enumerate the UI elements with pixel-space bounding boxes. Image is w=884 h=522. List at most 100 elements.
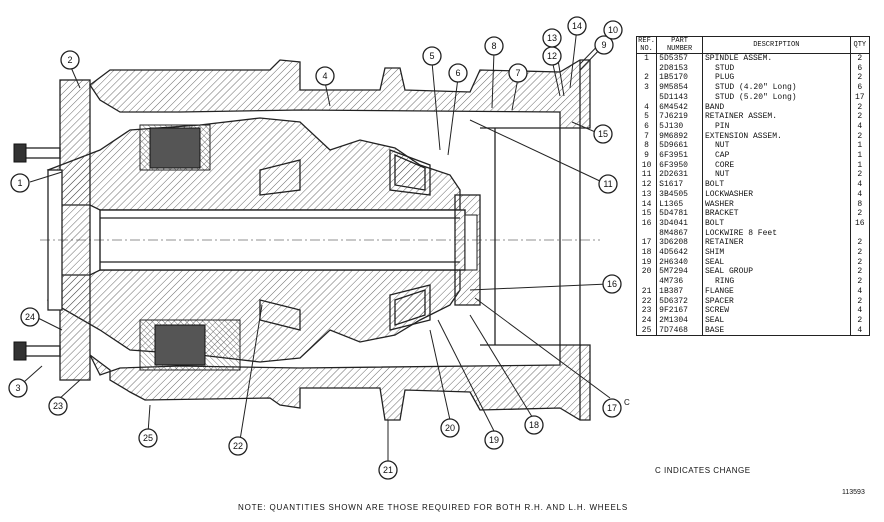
description-cell: SEAL: [701, 257, 851, 268]
part-number-cell: 5D9661: [656, 141, 703, 152]
ref-cell: 25: [635, 325, 658, 337]
description-cell: RING: [701, 277, 851, 287]
ref-cell: 9: [635, 151, 658, 161]
change-note: C INDICATES CHANGE: [655, 466, 751, 475]
callout-13: 13: [542, 28, 562, 48]
callout-1: 1: [10, 173, 30, 193]
callout-number: 7: [515, 68, 520, 78]
qty-cell: 2: [849, 238, 871, 249]
callout-18: 18: [524, 415, 544, 435]
callout-number: 6: [455, 68, 460, 78]
callout-number: 12: [547, 51, 557, 61]
part-number-cell: 8M4867: [656, 228, 703, 239]
ref-cell: 2: [635, 73, 658, 84]
part-number-cell: 5D1143: [656, 92, 703, 103]
description-cell: STUD (5.20" Long): [701, 92, 851, 103]
description-cell: SEAL: [701, 315, 851, 326]
part-number-cell: 1B5170: [656, 73, 703, 84]
part-number-cell: 4D5642: [656, 248, 703, 258]
description-text: PLUG: [714, 73, 735, 83]
callout-number: 18: [529, 420, 539, 430]
callout-15: 15: [593, 124, 613, 144]
ref-cell: 13: [635, 189, 658, 200]
description-cell: CORE: [701, 160, 851, 171]
callout-number: 3: [15, 383, 20, 393]
qty-cell: 8: [849, 199, 871, 210]
callout-9: 9: [594, 35, 614, 55]
left-flange: [47, 79, 91, 381]
callout-6: 6: [448, 63, 468, 83]
header-qty: QTY: [849, 36, 871, 54]
part-number-cell: 4M736: [656, 277, 703, 287]
callout-20: 20: [440, 418, 460, 438]
description-cell: PIN: [701, 121, 851, 132]
ref-cell: 17: [635, 238, 658, 249]
ref-cell: 8: [635, 141, 658, 152]
qty-cell: 6: [849, 63, 871, 74]
qty-cell: 4: [849, 306, 871, 316]
qty-cell: 4: [849, 180, 871, 190]
callout-14: 14: [567, 16, 587, 36]
description-cell: PLUG: [701, 73, 851, 84]
bearing-upper: [259, 149, 431, 196]
description-cell: BAND: [701, 102, 851, 113]
ref-cell: 18: [635, 248, 658, 258]
table-header-row: REF. NO. PART NUMBER DESCRIPTION QTY: [635, 36, 871, 54]
description-text: STUD (5.20" Long): [714, 92, 797, 102]
description-cell: FLANGE: [701, 286, 851, 297]
callout-19: 19: [484, 430, 504, 450]
part-number-cell: 3D4041: [656, 218, 703, 229]
qty-cell: 2: [849, 73, 871, 84]
callout-number: 11: [603, 179, 612, 189]
qty-cell: 2: [849, 315, 871, 326]
callout-23: 23: [48, 396, 68, 416]
description-text: CAP: [714, 151, 730, 161]
callout-number: 10: [608, 25, 618, 35]
footer-note: NOTE: QUANTITIES SHOWN ARE THOSE REQUIRE…: [238, 503, 629, 512]
part-number-cell: 5D5357: [656, 53, 703, 64]
description-cell: BOLT: [701, 218, 851, 229]
change-flag: C: [624, 398, 630, 407]
qty-cell: 2: [849, 267, 871, 278]
qty-cell: 2: [849, 170, 871, 181]
ref-cell: 23: [635, 306, 658, 316]
callout-16: 16: [602, 274, 622, 294]
callout-number: 25: [143, 433, 153, 443]
description-cell: STUD: [701, 63, 851, 74]
callout-number: 4: [322, 71, 327, 81]
ref-cell: 22: [635, 296, 658, 307]
qty-cell: 16: [849, 218, 871, 229]
description-text: NUT: [714, 141, 730, 151]
callout-number: 15: [598, 129, 608, 139]
part-number-cell: 6F3950: [656, 160, 703, 171]
qty-cell: [849, 228, 871, 239]
callout-3: 3: [8, 378, 28, 398]
callout-2: 2: [60, 50, 80, 70]
qty-cell: 2: [849, 296, 871, 307]
callout-17: 17: [602, 398, 622, 418]
callout-number: 23: [53, 401, 63, 411]
description-text: STUD: [714, 63, 735, 73]
callout-number: 5: [429, 51, 434, 61]
callout-25: 25: [138, 428, 158, 448]
description-cell: NUT: [701, 141, 851, 152]
callout-number: 13: [547, 33, 557, 43]
callout-24: 24: [20, 307, 40, 327]
ref-cell: 4: [635, 102, 658, 113]
header-ref: REF. NO.: [635, 36, 658, 54]
ref-cell: 11: [635, 170, 658, 181]
